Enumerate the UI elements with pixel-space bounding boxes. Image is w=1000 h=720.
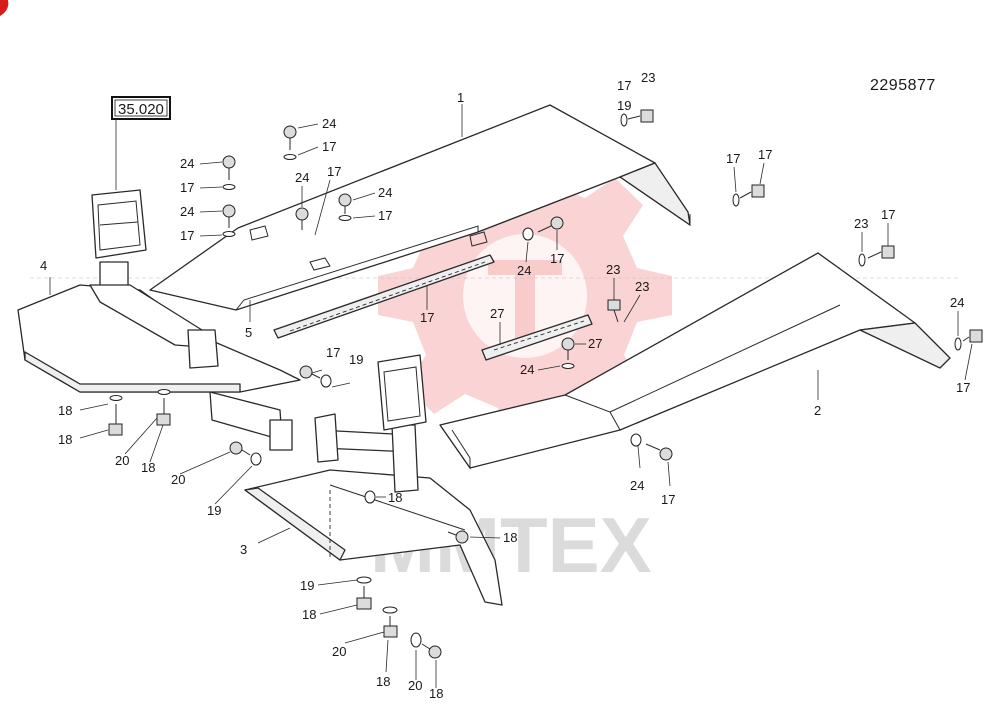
callout-18: 19 xyxy=(349,352,363,367)
callout-labels: 1 2 3 4 5 17 23 24 17 24 17 24 17 24 17 … xyxy=(40,70,973,701)
callout-19: 18 xyxy=(429,686,443,701)
callout-17: 17 xyxy=(726,151,740,166)
callout-18: 20 xyxy=(408,678,422,693)
callout-1: 1 xyxy=(457,90,464,105)
callout-2: 2 xyxy=(814,403,821,418)
callout-19: 18 xyxy=(503,530,517,545)
callout-18: 18 xyxy=(388,490,402,505)
callout-17: 17 xyxy=(617,78,631,93)
callout-20: 18 xyxy=(376,674,390,689)
callout-17: 17 xyxy=(180,228,194,243)
callout-18: 19 xyxy=(207,503,221,518)
callout-17: 24 xyxy=(950,295,964,310)
callout-24: 17 xyxy=(550,251,564,266)
lamp-left xyxy=(91,189,147,259)
callout-24: 23 xyxy=(606,262,620,277)
callout-24: 24 xyxy=(180,204,194,219)
callout-24: 24 xyxy=(322,116,336,131)
callout-24: 24 xyxy=(378,185,392,200)
callout-18: 18 xyxy=(58,403,72,418)
corner-mark xyxy=(0,0,9,16)
callout-17: 24 xyxy=(630,478,644,493)
reference-box: 35.020 xyxy=(111,96,171,120)
fasteners xyxy=(108,109,983,659)
callout-23: 17 xyxy=(758,147,772,162)
part-27-strip-right xyxy=(481,314,593,361)
part-1-cover xyxy=(149,104,691,311)
drawing-number: 2295877 xyxy=(870,77,936,94)
callout-18: 19 xyxy=(300,578,314,593)
callout-20: 18 xyxy=(141,460,155,475)
callout-20: 18 xyxy=(302,607,316,622)
callout-24: 24 xyxy=(180,156,194,171)
callout-17: 23 xyxy=(854,216,868,231)
callout-17: 24 xyxy=(517,263,531,278)
callout-19: 20 xyxy=(171,472,185,487)
callout-27: 17 xyxy=(420,310,434,325)
callout-17: 17 xyxy=(327,164,341,179)
callout-18: 20 xyxy=(115,453,129,468)
leader-lines xyxy=(49,104,819,688)
callout-24: 24 xyxy=(295,170,309,185)
part-27-strip-left xyxy=(273,254,495,339)
callout-24: 27 xyxy=(588,336,602,351)
callout-27: 27 xyxy=(490,306,504,321)
part-2-cover xyxy=(439,252,951,470)
callout-23: 17 xyxy=(881,207,895,222)
callout-24: 17 xyxy=(661,492,675,507)
callout-17: 17 xyxy=(180,180,194,195)
callout-5: 5 xyxy=(245,325,252,340)
part-3-bracket xyxy=(244,413,503,606)
callout-19: 17 xyxy=(326,345,340,360)
callout-17: 24 xyxy=(520,362,534,377)
callout-17: 17 xyxy=(322,139,336,154)
callout-3: 3 xyxy=(240,542,247,557)
callout-23: 23 xyxy=(641,70,655,85)
callout-23: 17 xyxy=(956,380,970,395)
callout-17: 23 xyxy=(635,279,649,294)
lamp-right xyxy=(377,354,427,431)
callout-20: 18 xyxy=(58,432,72,447)
reference-box-text: 35.020 xyxy=(118,101,164,118)
part-4-frame xyxy=(17,261,301,451)
callout-4: 4 xyxy=(40,258,47,273)
callout-17: 17 xyxy=(378,208,392,223)
callout-18: 20 xyxy=(332,644,346,659)
callout-17: 19 xyxy=(617,98,631,113)
